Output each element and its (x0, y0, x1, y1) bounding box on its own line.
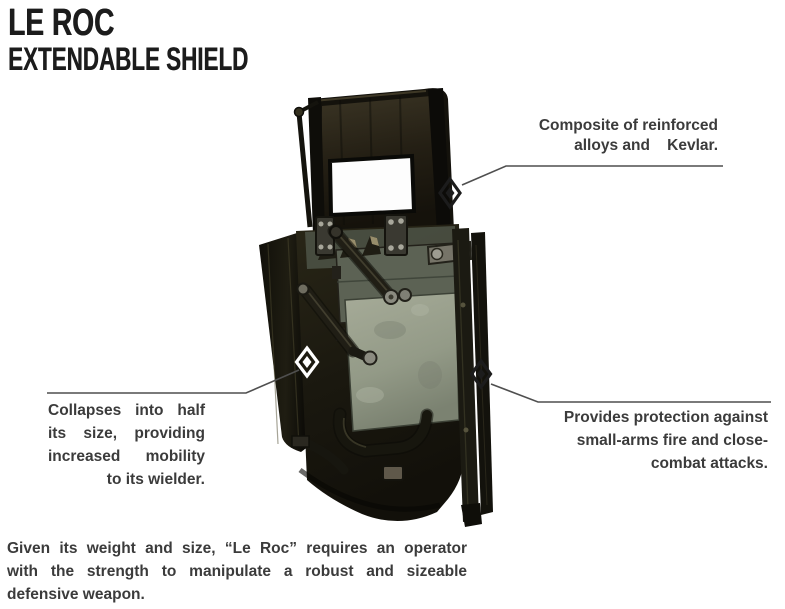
shield-bottom-hinge (382, 465, 404, 481)
footer-description: Given its weight and size, “Le Roc” requ… (7, 537, 467, 606)
footer-line: with the strength to manipulate a robust… (7, 563, 467, 580)
diamond-marker-collapses-icon (294, 345, 320, 379)
shield-main-body (259, 214, 493, 527)
leader-line-protection (490, 383, 771, 403)
leader-line-collapses (47, 369, 300, 394)
leader-line-composite (461, 165, 723, 186)
diamond-marker-composite-icon (438, 176, 462, 210)
page-title: LE ROC (8, 2, 115, 44)
callout-protection-line: combat attacks. (650, 455, 768, 472)
shield-top-panel (293, 88, 454, 235)
shield-strut-lower (296, 282, 378, 366)
callout-collapses: Collapses into half its size, providing … (48, 399, 205, 491)
shield-inner-panel-lower (344, 292, 460, 432)
callout-composite: Composite of reinforced alloys and Kevla… (539, 116, 718, 156)
page-subtitle: EXTENDABLE SHIELD (8, 41, 249, 77)
shield-viewport-window (327, 153, 417, 218)
callout-protection-line: Provides protection against (563, 409, 768, 426)
shield-handle (332, 407, 434, 458)
footer-line: Given its weight and size, “Le Roc” requ… (7, 540, 467, 557)
footer-line: defensive weapon. (7, 586, 145, 603)
callout-composite-line: Composite of reinforced (538, 117, 718, 134)
shield-hinge-plate-right (384, 214, 408, 256)
shield-strut-upper (327, 224, 412, 305)
shield-support-rod (293, 100, 319, 228)
callout-collapses-line: its size, providing (48, 425, 205, 442)
callout-collapses-line: increased mobility (48, 448, 205, 465)
diamond-marker-protection-icon (469, 358, 493, 390)
callout-protection: Provides protection against small-arms f… (564, 406, 768, 475)
callout-composite-line: alloys and Kevlar. (574, 137, 718, 154)
callout-collapses-line: Collapses into half (48, 402, 205, 419)
callout-collapses-line: to its wielder. (106, 471, 205, 488)
callout-protection-line: small-arms fire and close- (576, 432, 768, 449)
